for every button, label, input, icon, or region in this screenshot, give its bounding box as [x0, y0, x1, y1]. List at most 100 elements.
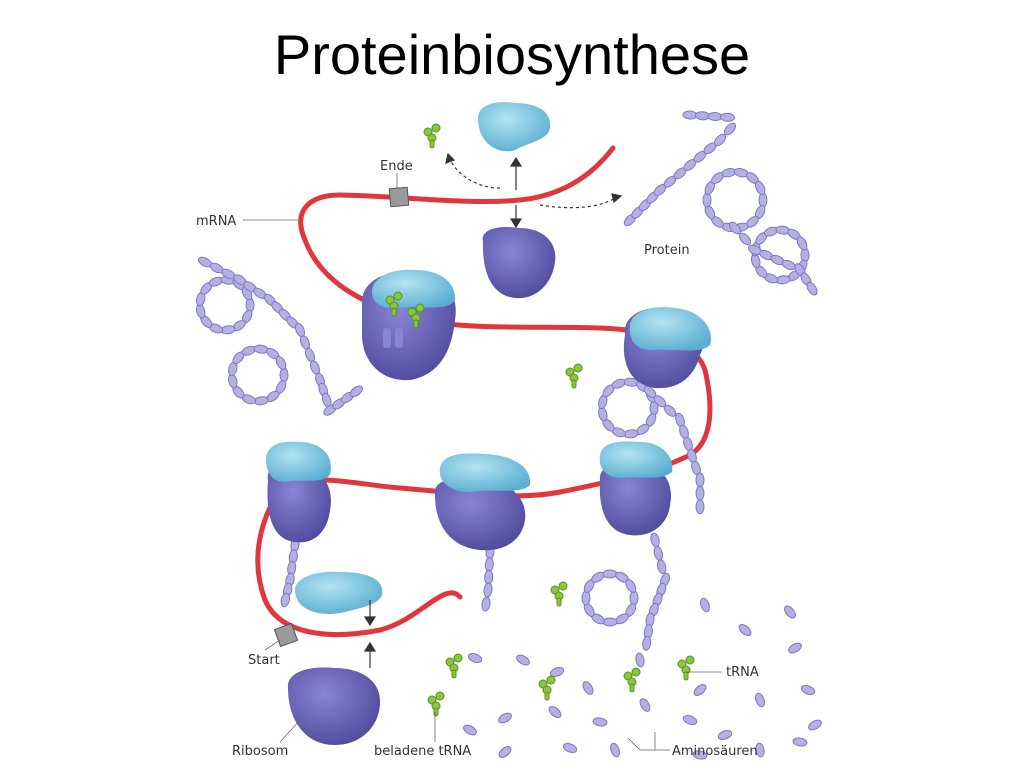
- amino-acid-bead: [279, 367, 289, 383]
- amino-acid-bead: [349, 385, 363, 398]
- free-amino-acid: [738, 624, 752, 636]
- trna-icon: [445, 653, 463, 679]
- free-amino-acid: [693, 684, 707, 696]
- free-amino-acid: [463, 724, 477, 736]
- stop-codon-marker: [388, 186, 410, 208]
- free-amino-acid: [700, 597, 710, 613]
- amino-acid-bead: [625, 579, 637, 593]
- leader-start: [264, 639, 281, 651]
- trna-icon: [565, 363, 583, 389]
- amino-acid-bead: [642, 635, 652, 651]
- ribosome-translating-4: [434, 453, 531, 551]
- free-amino-acid: [549, 667, 565, 677]
- trna-molecules: [385, 123, 695, 717]
- trna-icon: [677, 655, 695, 681]
- ribosome-free-large-bottom: [287, 667, 381, 745]
- free-amino-acid: [548, 706, 562, 718]
- trna-icon: [623, 667, 641, 693]
- amino-acid-bead: [481, 596, 491, 612]
- label-mrna: mRNA: [196, 214, 236, 229]
- free-amino-acid: [635, 652, 645, 668]
- amino-acid-bead: [754, 180, 766, 195]
- amino-acid-bead: [695, 485, 705, 501]
- free-amino-acid: [784, 605, 796, 619]
- free-amino-acid: [717, 730, 733, 740]
- amino-acid-bead: [720, 112, 735, 122]
- label-ribosom: Ribosom: [232, 744, 288, 759]
- trna-icon: [423, 123, 441, 149]
- ribosome-translating-2: [623, 307, 711, 389]
- ribosome-translating-5: [599, 441, 673, 536]
- amino-acid-bead: [713, 133, 727, 147]
- free-amino-acid: [498, 746, 512, 758]
- label-start: Start: [248, 653, 280, 668]
- leader-aminosaeuren: [627, 732, 670, 751]
- amino-acid-bead: [738, 232, 752, 246]
- amino-acid-bead: [602, 569, 618, 579]
- amino-acid-bead: [695, 499, 705, 515]
- trna-icon: [427, 691, 445, 717]
- slide-title: Proteinbiosynthese: [273, 23, 751, 86]
- amino-acid-bead: [629, 590, 639, 606]
- amino-acid-bead: [682, 110, 698, 120]
- free-amino-acid: [788, 642, 802, 654]
- amino-acid-bead: [280, 592, 291, 608]
- trna-icon: [407, 303, 425, 329]
- amino-acid-bead: [484, 569, 494, 585]
- label-ende: Ende: [380, 159, 413, 174]
- leader-ribosom: [279, 719, 301, 743]
- free-amino-acid: [755, 742, 765, 758]
- amino-acid-bead: [581, 590, 591, 606]
- ribosome-translating-1: [361, 269, 456, 381]
- free-amino-acids: [463, 597, 822, 760]
- arrow-dashed-trna: [449, 159, 501, 189]
- start-codon-marker: [273, 622, 299, 648]
- amino-acid-bead: [253, 344, 269, 354]
- amino-acid-bead: [656, 559, 667, 575]
- free-amino-acid: [610, 742, 620, 758]
- amino-acid-bead: [806, 281, 818, 296]
- amino-acid-bead: [707, 111, 723, 122]
- amino-acid-bead: [483, 582, 493, 598]
- label-trna: tRNA: [726, 665, 759, 680]
- trna-icon: [550, 581, 568, 607]
- free-amino-acid: [562, 743, 578, 753]
- amino-acid-bead: [663, 404, 677, 417]
- label-beladene-trna: beladene tRNA: [374, 744, 471, 759]
- free-amino-acid: [792, 737, 808, 747]
- amino-acid-bead: [695, 472, 705, 488]
- free-amino-acid: [692, 750, 708, 760]
- free-amino-acid: [755, 692, 765, 708]
- free-amino-acid: [592, 717, 608, 727]
- polypeptide-chains: [195, 110, 818, 651]
- free-amino-acid: [808, 719, 822, 731]
- free-amino-acid: [800, 685, 816, 695]
- amino-acid-bead: [723, 122, 737, 136]
- free-amino-acid: [467, 653, 483, 663]
- ribosome-free-small-bottom: [295, 571, 383, 614]
- label-protein: Protein: [644, 243, 690, 258]
- amino-acid-bead: [728, 221, 742, 235]
- ribosome-translating-3: [266, 441, 331, 543]
- mrna-strand: [255, 145, 713, 637]
- free-amino-acid: [639, 698, 651, 712]
- amino-acid-bead: [650, 532, 660, 548]
- trna-icon: [385, 291, 403, 317]
- amino-acid-bead: [275, 355, 287, 370]
- amino-acid-bead: [796, 236, 808, 251]
- trna-icon: [538, 675, 556, 701]
- amino-acid-bead: [702, 192, 712, 208]
- amino-acid-bead: [484, 557, 494, 573]
- ribosome-free-small-top: [478, 102, 551, 152]
- ribosome-free-large-top: [482, 226, 556, 299]
- free-amino-acid: [682, 715, 698, 725]
- amino-acid-bead: [758, 192, 768, 208]
- amino-acid-bead: [695, 111, 710, 121]
- amino-acid-bead: [653, 545, 664, 561]
- amino-acid-bead: [602, 617, 618, 627]
- free-amino-acid: [516, 654, 530, 666]
- free-amino-acid: [582, 681, 594, 695]
- free-amino-acid: [498, 712, 512, 724]
- label-aminosaeuren: Aminosäuren: [672, 744, 758, 759]
